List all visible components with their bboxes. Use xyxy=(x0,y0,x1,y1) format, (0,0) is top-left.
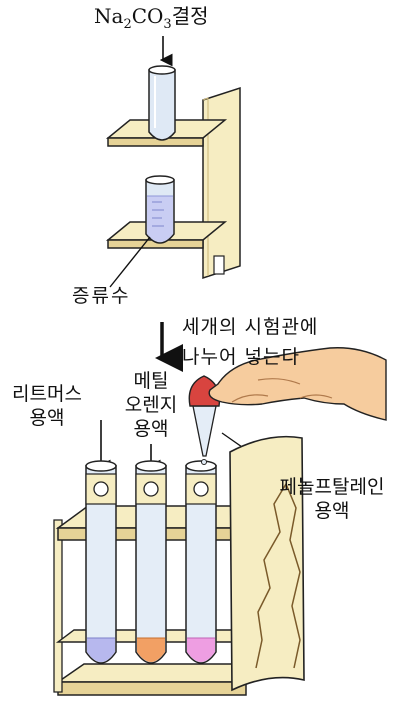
water-leader-line xyxy=(109,236,151,288)
crystal-test-tube xyxy=(148,65,176,141)
step-line-1: 세개의 시험관에 xyxy=(182,316,319,338)
methyl-orange-test-tube xyxy=(135,460,167,664)
rack-left-post xyxy=(53,519,63,693)
distilled-water-tube xyxy=(145,175,175,244)
methyl-orange-solution xyxy=(137,638,165,662)
formula-na: Na xyxy=(94,4,124,28)
hand xyxy=(208,347,387,421)
drop xyxy=(201,459,207,465)
litmus-line-2: 용액 xyxy=(29,406,65,429)
litmus-label: 리트머스 용액 xyxy=(4,383,90,431)
distilled-water-label: 증류수 xyxy=(72,285,131,307)
rack-side-panel xyxy=(229,435,305,692)
crystal-label: Na2CO3결정 xyxy=(94,4,209,33)
step-instruction: 세개의 시험관에 나누어 넣는다 xyxy=(182,312,318,372)
methyl-orange-label: 메틸 오렌지 용액 xyxy=(118,370,184,441)
phenolphthalein-label: 페놀프탈레인 용액 xyxy=(262,476,402,524)
formula-sub-3: 3 xyxy=(163,17,172,32)
dropper-glass xyxy=(192,405,217,457)
litmus-test-tube xyxy=(85,460,117,664)
methyl-line-2: 오렌지 xyxy=(124,393,178,416)
methyl-line-1: 메틸 xyxy=(133,370,169,392)
step-line-2: 나누어 넣는다 xyxy=(182,346,300,368)
phenol-line-2: 용액 xyxy=(314,499,350,522)
crystal-word: 결정 xyxy=(171,4,209,28)
formula-co: CO xyxy=(131,4,164,28)
litmus-solution xyxy=(87,638,115,662)
phenolphthalein-test-tube xyxy=(185,460,217,664)
phenol-line-1: 페놀프탈레인 xyxy=(279,476,385,498)
top-rack-backboard xyxy=(202,86,241,280)
formula-sub-2: 2 xyxy=(123,17,132,32)
litmus-line-1: 리트머스 xyxy=(12,383,82,405)
methyl-line-3: 용액 xyxy=(133,417,169,440)
phenolphthalein-solution xyxy=(187,638,215,662)
